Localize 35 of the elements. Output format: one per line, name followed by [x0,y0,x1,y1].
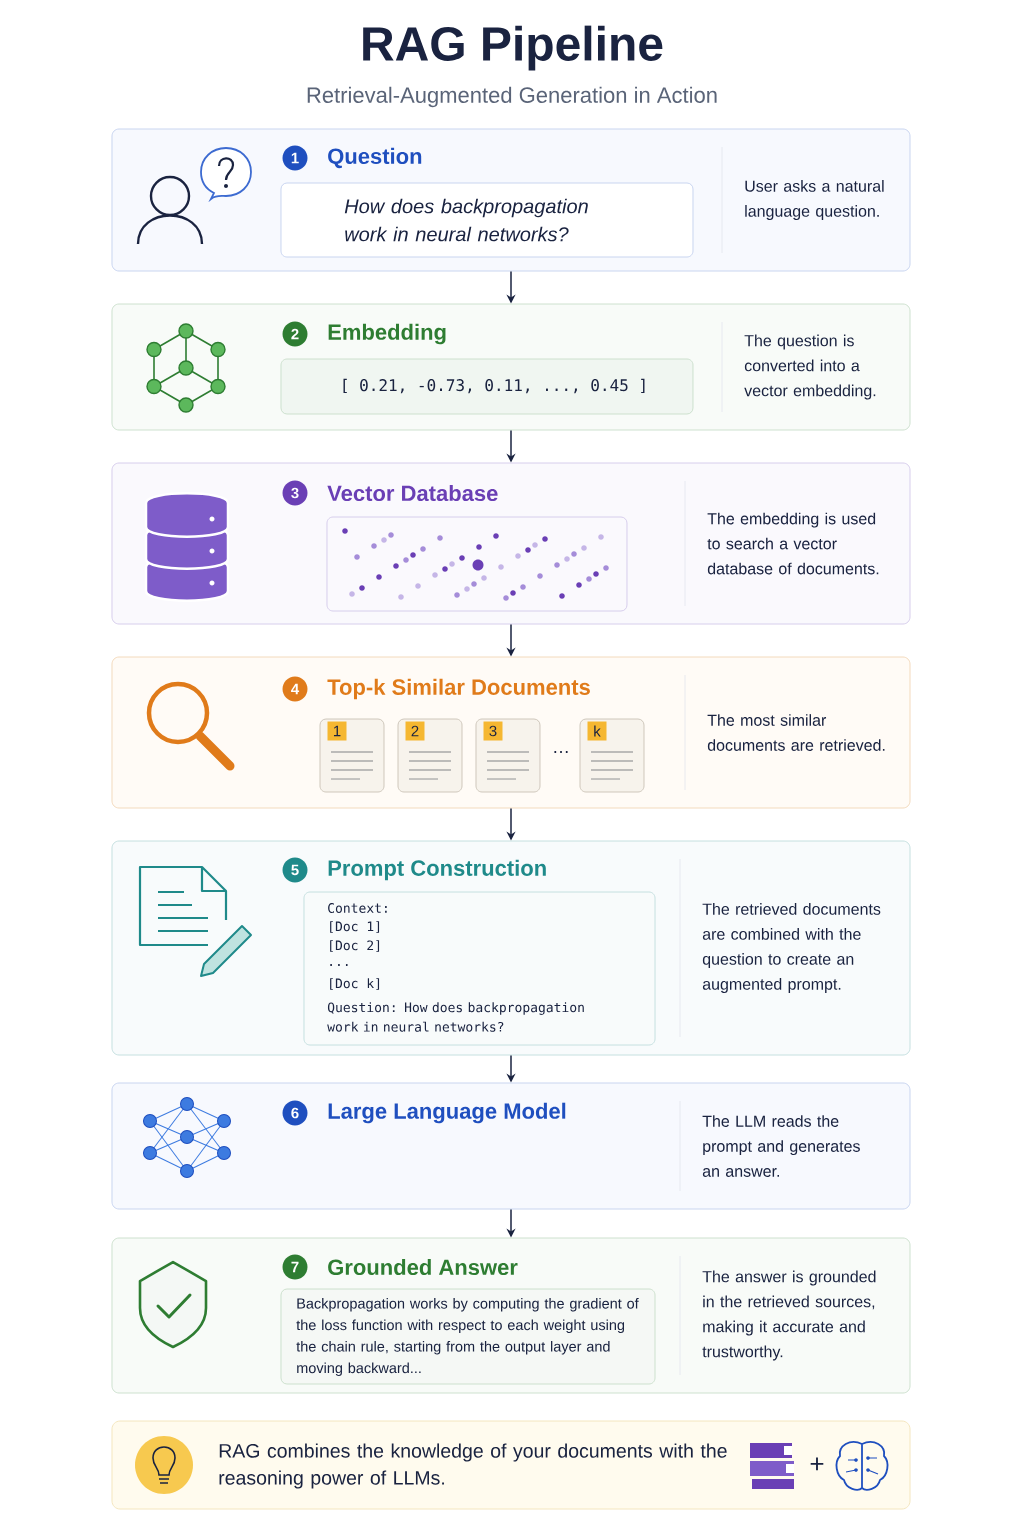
vector-scatter-plot [326,516,628,612]
document-card: 2 [397,718,463,793]
number-badge: 4 [282,676,308,702]
step-panel [111,1082,911,1210]
number-badge: 3 [282,480,308,506]
step-heading: Grounded Answer [328,1258,518,1276]
number-badge: 2 [282,321,308,347]
number-badge: 1 [282,145,308,171]
number-badge: 7 [282,1254,308,1280]
step-heading: Top-k Similar Documents [327,678,590,700]
ellipsis: … [554,751,568,753]
document-card: k [579,718,645,793]
document-card: 1 [319,718,385,793]
document-card: 3 [475,718,541,793]
question-box: How does backpropagation work in neural networks? [280,182,694,258]
answer-box: Backpropagation works by computing the gradient of the loss function with respect to each weight using the chain rule, starting from the output layer and moving backward... [280,1288,656,1385]
step-heading: Vector Database [327,484,498,502]
step-heading: Embedding [328,323,446,345]
step-description: The most similar documents are retrieved. [707,714,885,751]
plus-sign: + [810,1457,824,1471]
step-description: The LLM reads the prompt and generates an answer. [702,1115,860,1177]
vector-box: [ 0.21, -0.73, 0.11, ..., 0.45 ] [280,358,694,415]
step-description: The answer is grounded in the retrieved sources, making it accurate and trustworthy. [702,1270,876,1361]
step-heading: Prompt Construction [328,859,546,881]
step-description: The question is converted into a vector embedding. [744,334,876,400]
step-heading: Question [328,147,422,169]
number-badge: 5 [282,857,308,883]
prompt-box: Context: [Doc 1] [Doc 2] ... [Doc k] Question: How does backpropagation work in neural networks? [303,891,656,1046]
number-badge: 6 [282,1100,308,1126]
step-description: The retrieved documents are combined with the question to create an augmented prompt. [702,903,881,993]
subtitle: Retrieval-Augmented Generation in Action [307,86,717,108]
title: RAG Pipeline [363,25,663,71]
step-description: The embedding is used to search a vector database of documents. [707,512,879,575]
step-heading: Large Language Model [328,1102,566,1124]
step-description: User asks a natural language question. [745,180,884,220]
